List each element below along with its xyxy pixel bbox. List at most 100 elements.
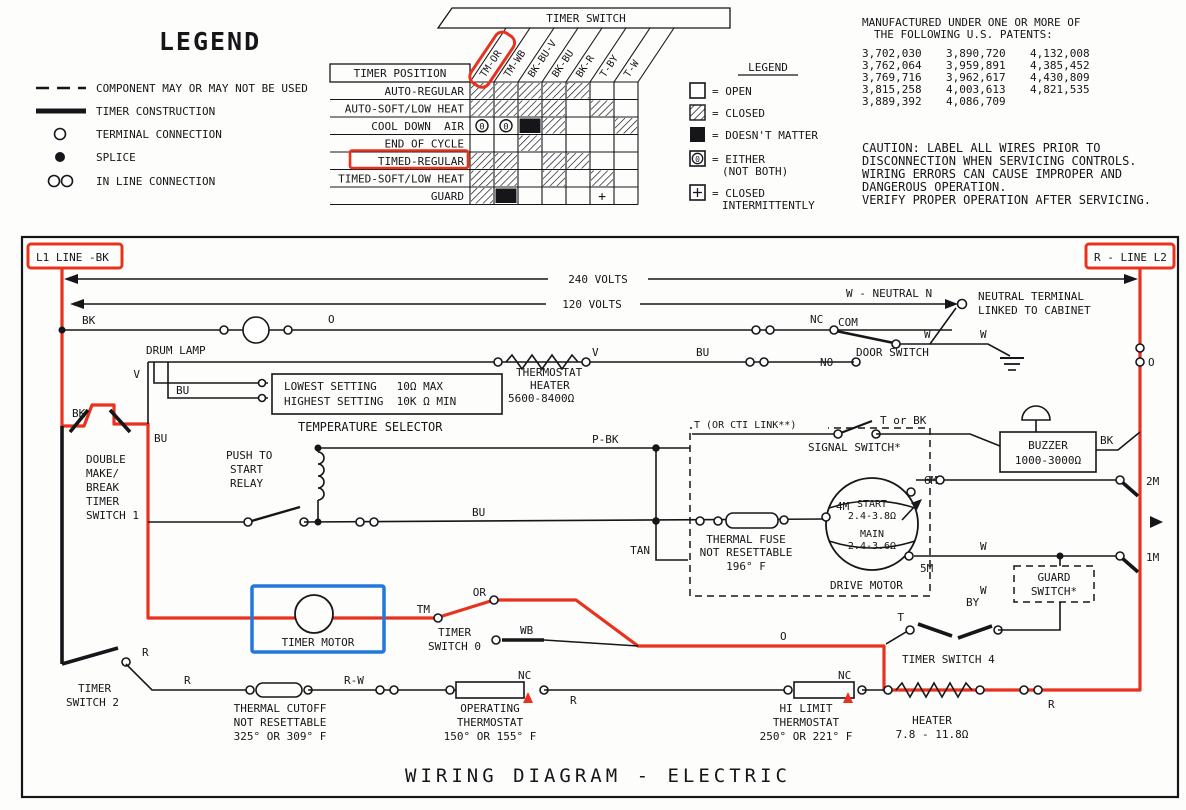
caution-line: DISCONNECTION WHEN SERVICING CONTROLS. bbox=[862, 154, 1137, 168]
cti-link-label: T (OR CTI LINK**) bbox=[694, 420, 796, 431]
patents-heading-2: THE FOLLOWING U.S. PATENTS: bbox=[874, 28, 1053, 41]
neutral-wire-label: W - NEUTRAL N bbox=[846, 287, 932, 300]
cell-either bbox=[499, 119, 513, 133]
diagram-title: WIRING DIAGRAM - ELECTRIC bbox=[405, 765, 791, 787]
terminal bbox=[121, 657, 131, 667]
cell-closed bbox=[519, 135, 541, 151]
timer-switch1-label: DOUBLE bbox=[86, 453, 126, 466]
cell-doesnt-matter bbox=[495, 188, 517, 203]
terminal bbox=[779, 515, 789, 525]
grid-line bbox=[589, 27, 627, 83]
row-label: TIMED-REGULAR bbox=[378, 155, 464, 168]
inline-terminal bbox=[355, 517, 365, 527]
wb-terminal bbox=[491, 635, 501, 645]
buzzer-box bbox=[999, 431, 1097, 473]
terminal bbox=[245, 685, 255, 695]
patent-number: 3,959,891 bbox=[946, 59, 1006, 72]
terminal bbox=[783, 685, 793, 695]
selector-bu-wire bbox=[167, 362, 268, 399]
heater-label: HEATER bbox=[912, 714, 952, 727]
thermal-fuse-symbol bbox=[725, 512, 779, 529]
nc-arrow bbox=[523, 692, 533, 703]
motor-4m-terminal bbox=[821, 512, 831, 522]
drum-lamp-symbol bbox=[242, 316, 270, 344]
wire-label-bu: BU bbox=[154, 432, 167, 445]
legend-item-splice: SPLICE bbox=[96, 151, 136, 164]
splice bbox=[58, 326, 66, 334]
hi-limit-label: 250° OR 221° F bbox=[760, 730, 853, 743]
cell-closed bbox=[495, 83, 517, 99]
cell-closed bbox=[471, 100, 493, 116]
heater-label: 7.8 - 11.8Ω bbox=[896, 728, 969, 741]
highlighted-circuit-path bbox=[60, 268, 1142, 692]
patent-number: 3,815,258 bbox=[862, 83, 922, 96]
cell-closed bbox=[471, 170, 493, 186]
row-label: COOL DOWN AIR bbox=[371, 120, 464, 133]
or-terminal bbox=[489, 595, 499, 605]
buzzer-label: 1000-3000Ω bbox=[1015, 454, 1082, 467]
terminal bbox=[883, 685, 893, 695]
patent-number: 3,889,392 bbox=[862, 95, 922, 108]
motor-5m-terminal bbox=[904, 551, 914, 561]
terminal bbox=[905, 625, 915, 635]
cell-closed bbox=[567, 83, 589, 99]
wire-label-r: R bbox=[184, 674, 191, 687]
selector-setting-line: HIGHEST SETTING 10K Ω MIN bbox=[284, 395, 456, 408]
terminal bbox=[243, 517, 253, 527]
push-start-label: PUSH TO bbox=[226, 449, 272, 462]
thermostat-heater-resistor bbox=[505, 353, 579, 371]
caution-line: DANGEROUS OPERATION. bbox=[862, 180, 1007, 194]
cell-legend-open: = OPEN bbox=[712, 85, 752, 98]
cell-legend-either: = EITHER bbox=[712, 153, 765, 166]
arrow-right bbox=[1124, 274, 1138, 284]
motor-6m-terminal bbox=[906, 487, 916, 497]
drum-lamp-label: DRUM LAMP bbox=[146, 344, 206, 357]
diagram-border bbox=[20, 235, 1180, 799]
wire-label-tm: TM bbox=[417, 603, 431, 616]
terminal bbox=[975, 685, 985, 695]
timer-switch1-label: BREAK bbox=[86, 481, 119, 494]
cell-closed bbox=[591, 100, 613, 116]
patents-heading-1: MANUFACTURED UNDER ONE OR MORE OF bbox=[862, 16, 1081, 29]
patent-number: 4,003,613 bbox=[946, 83, 1006, 96]
wire-label-p-bk: P-BK bbox=[592, 433, 619, 446]
timer-switch2-blade bbox=[61, 646, 119, 666]
cell-closed bbox=[519, 100, 541, 116]
timer-switch1-blade bbox=[108, 408, 132, 434]
nc-arrow bbox=[843, 692, 853, 703]
grid-line bbox=[637, 27, 675, 83]
thermal-fuse-label: THERMAL FUSE bbox=[706, 533, 785, 546]
motor-5m-label: 5M bbox=[920, 562, 934, 575]
thermostat-heater-label: THERMOSTAT bbox=[516, 366, 583, 379]
wire-label-bk: BK bbox=[72, 407, 86, 420]
wire-label-by: BY bbox=[966, 596, 980, 609]
grid-line bbox=[613, 27, 651, 83]
motor-start-label: 2.4-3.8Ω bbox=[848, 511, 896, 522]
ts4-feed bbox=[885, 631, 907, 645]
timer-switch1-label: TIMER bbox=[86, 495, 119, 508]
thermal-cutoff-label: THERMAL CUTOFF bbox=[234, 702, 327, 715]
terminal bbox=[445, 685, 455, 695]
inline-terminal bbox=[369, 517, 379, 527]
cell-legend-intermittent-2: INTERMITTENTLY bbox=[722, 199, 815, 212]
l2-line-label: R - LINE L2 bbox=[1094, 251, 1167, 264]
patent-number: 3,769,716 bbox=[862, 71, 922, 84]
closed-cell-symbol bbox=[689, 104, 706, 121]
wiring-diagram: L1 LINE -BK R - LINE L2 240 VOLTS 120 VO… bbox=[20, 235, 1180, 799]
grid-line bbox=[541, 27, 579, 83]
inline-terminal bbox=[745, 357, 755, 367]
splice bbox=[652, 517, 660, 525]
rail-arrow bbox=[1150, 516, 1163, 528]
wire-label-v: V bbox=[592, 346, 599, 359]
relay-coil bbox=[317, 451, 325, 501]
door-nc-terminal bbox=[829, 325, 839, 335]
buzzer-bk-wire bbox=[1096, 431, 1141, 451]
buzzer-label: BUZZER bbox=[1028, 439, 1068, 452]
timer-table-cell-legend: LEGEND = OPEN = CLOSED = DOESN'T MATTER … bbox=[689, 61, 818, 212]
rail-terminal bbox=[1135, 343, 1145, 353]
wire-label-t: T bbox=[897, 611, 904, 624]
operating-thermostat-symbol bbox=[455, 681, 525, 699]
terminal bbox=[257, 378, 267, 388]
grid-line bbox=[517, 27, 555, 83]
